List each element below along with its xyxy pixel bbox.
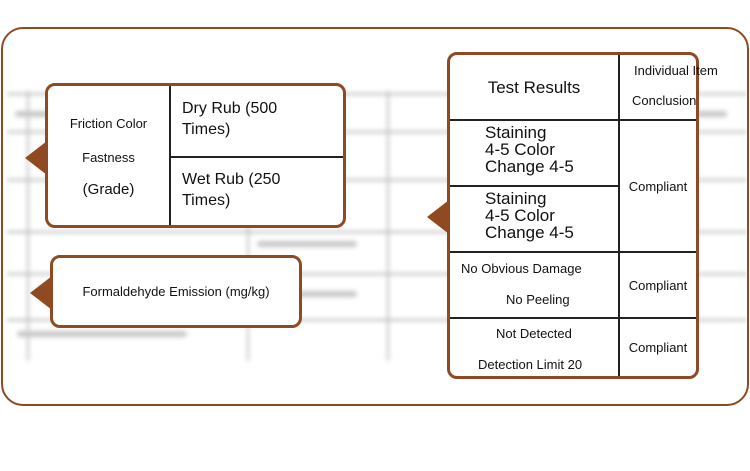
right-callout-pointer (427, 200, 449, 234)
formaldehyde-callout-pointer (30, 276, 52, 310)
result-row-1: Staining 4-5 Color Change 4-5 (485, 124, 615, 175)
results-divider-h1 (450, 119, 696, 121)
conclusion-header-line2: Conclusion (632, 93, 697, 108)
result-row-3-conclusion: Compliant (628, 277, 688, 293)
result-row-4-conclusion: Compliant (628, 340, 688, 355)
friction-label-line2: Fastness (82, 149, 135, 165)
result-row-2-line2: 4-5 Color (485, 206, 555, 225)
results-divider-v (618, 55, 620, 376)
result-row-2: Staining 4-5 Color Change 4-5 (485, 190, 615, 241)
result-row-4-line2: Detection Limit 20 (478, 357, 583, 372)
dry-rub-line2: Times) (182, 121, 231, 138)
conclusion-header: Individual Item Conclusion (620, 55, 718, 119)
shared-conclusion: Compliant (628, 178, 688, 194)
result-row-1-line2: 4-5 Color (485, 140, 555, 159)
formaldehyde-callout: Formaldehyde Emission (mg/kg) (50, 255, 302, 328)
wet-rub-line2: Times) (182, 192, 231, 209)
result-row-1-line1: Staining (485, 123, 547, 142)
friction-label-line3: (Grade) (82, 180, 135, 198)
friction-label-line1: Friction Color (69, 115, 148, 131)
result-row-4-line1: Not Detected (496, 326, 572, 341)
test-results-header: Test Results (487, 77, 581, 97)
result-row-2-line3: Change 4-5 (485, 223, 574, 242)
friction-callout: Friction Color Fastness (Grade) Dry Rub … (45, 83, 346, 228)
result-row-4: Not Detected Detection Limit 20 (450, 319, 618, 376)
wet-rub-cell: Wet Rub (250 Times) (182, 169, 342, 211)
dry-rub-line1: Dry Rub (500 (182, 100, 278, 117)
results-callout: Test Results Individual Item Conclusion … (447, 52, 718, 379)
results-divider-h2 (450, 185, 618, 187)
dry-rub-cell: Dry Rub (500 Times) (182, 98, 342, 140)
results-divider-h4 (450, 317, 696, 319)
result-row-3-line1: No Obvious Damage (461, 261, 582, 276)
formaldehyde-label: Formaldehyde Emission (mg/kg) (82, 284, 270, 299)
friction-divider-h (169, 156, 343, 158)
conclusion-header-line1: Individual Item (634, 63, 718, 78)
result-row-1-line3: Change 4-5 (485, 157, 574, 176)
wet-rub-line1: Wet Rub (250 (182, 171, 281, 188)
left-callout-pointer (25, 141, 47, 175)
results-divider-h3 (450, 251, 696, 253)
result-row-3: No Obvious Damage No Peeling (450, 253, 618, 317)
result-row-3-line2: No Peeling (506, 292, 570, 307)
friction-label-cell: Friction Color Fastness (Grade) (48, 86, 169, 225)
result-row-2-line1: Staining (485, 189, 547, 208)
friction-divider-v (169, 86, 171, 225)
